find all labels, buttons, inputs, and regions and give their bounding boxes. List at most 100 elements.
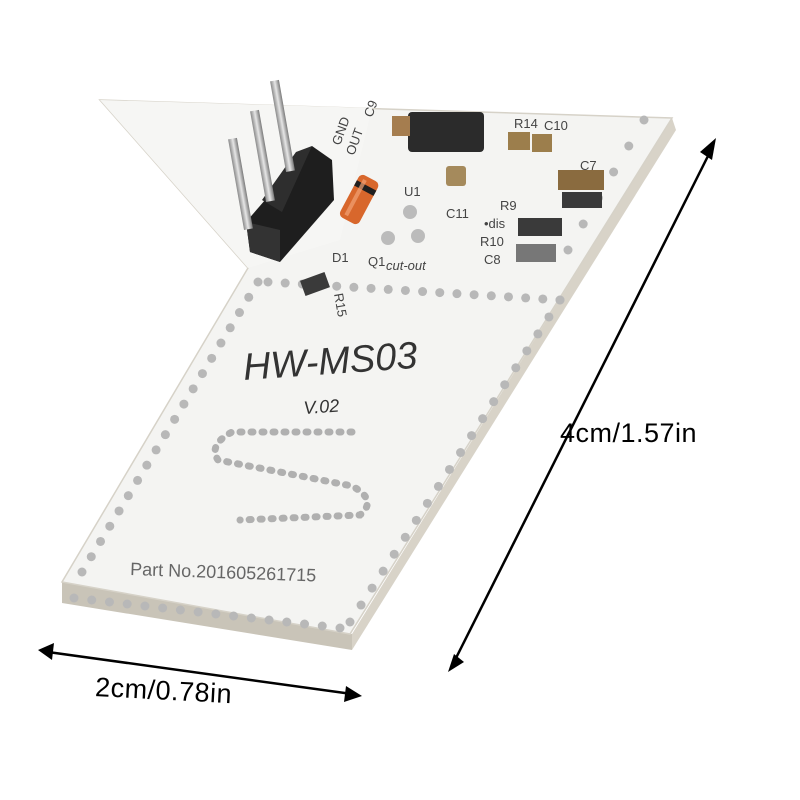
- silk-c11: C11: [446, 206, 469, 221]
- via: [77, 567, 87, 577]
- via: [511, 363, 521, 373]
- version-label: V.02: [303, 396, 340, 418]
- via: [435, 288, 445, 298]
- via: [356, 600, 366, 610]
- via: [179, 399, 189, 409]
- via: [158, 603, 168, 613]
- via: [160, 430, 170, 440]
- via: [114, 506, 124, 516]
- via: [104, 597, 114, 607]
- via: [345, 617, 355, 627]
- via: [400, 532, 410, 542]
- via: [378, 566, 388, 576]
- via: [411, 515, 421, 525]
- via: [234, 308, 244, 318]
- via: [244, 292, 254, 302]
- via: [246, 613, 256, 623]
- via: [366, 283, 376, 293]
- via: [538, 294, 548, 304]
- silk-u1: U1: [404, 184, 421, 199]
- via: [282, 617, 292, 627]
- via: [197, 369, 207, 379]
- via: [86, 552, 96, 562]
- via: [522, 346, 532, 356]
- via: [418, 287, 428, 297]
- silk-r9: R9: [500, 198, 517, 213]
- via: [578, 219, 588, 229]
- via: [563, 245, 573, 255]
- via: [263, 277, 273, 287]
- via: [216, 338, 226, 348]
- via: [105, 521, 115, 531]
- via: [229, 611, 239, 621]
- via: [503, 292, 513, 302]
- via: [433, 481, 443, 491]
- via: [133, 475, 143, 485]
- via: [332, 281, 342, 291]
- silk-r15: R15: [331, 292, 350, 318]
- via: [383, 284, 393, 294]
- via: [467, 431, 477, 441]
- silk-r10: R10: [480, 234, 504, 249]
- via: [533, 329, 543, 339]
- via: [400, 285, 410, 295]
- via: [142, 460, 152, 470]
- via: [456, 448, 466, 458]
- silk-r14: R14: [514, 116, 538, 131]
- via: [469, 290, 479, 300]
- silk-cut-out: cut-out: [386, 258, 427, 273]
- via: [444, 464, 454, 474]
- via: [609, 167, 619, 177]
- via: [367, 583, 377, 593]
- via: [122, 599, 132, 609]
- via: [253, 277, 263, 287]
- via: [624, 141, 634, 151]
- height-dimension-label: 4cm/1.57in: [560, 418, 698, 448]
- via: [349, 282, 359, 292]
- via: [452, 289, 462, 299]
- smd-components: [300, 112, 604, 296]
- via: [87, 595, 97, 605]
- silk-c7: C7: [580, 158, 597, 173]
- width-dimension-arrow: [38, 643, 362, 702]
- via: [96, 536, 106, 546]
- via: [478, 414, 488, 424]
- via: [188, 384, 198, 394]
- silk-c9: C9: [361, 98, 381, 119]
- via: [211, 609, 221, 619]
- via: [140, 601, 150, 611]
- via: [389, 549, 399, 559]
- via: [486, 291, 496, 301]
- via: [555, 295, 565, 305]
- pin-header: [228, 79, 334, 262]
- via: [300, 619, 310, 629]
- via: [69, 593, 79, 603]
- silk-q1: Q1: [368, 254, 385, 269]
- via: [422, 498, 432, 508]
- via: [151, 445, 161, 455]
- via: [489, 397, 499, 407]
- via: [175, 605, 185, 615]
- ic-chip: [408, 112, 484, 152]
- via: [317, 621, 327, 631]
- via: [123, 491, 133, 501]
- via: [193, 607, 203, 617]
- diode: [339, 174, 379, 225]
- via: [639, 115, 649, 125]
- via: [280, 278, 290, 288]
- via: [335, 623, 345, 633]
- silk-c10: C10: [544, 118, 568, 133]
- via: [500, 380, 510, 390]
- via: [264, 615, 274, 625]
- silk-dis: •dis: [484, 216, 506, 231]
- edge-vias: [69, 115, 649, 633]
- silk-c8: C8: [484, 252, 501, 267]
- via: [544, 312, 554, 322]
- via: [521, 293, 531, 303]
- height-dimension-arrow: [448, 138, 716, 672]
- via: [225, 323, 235, 333]
- via: [207, 353, 217, 363]
- antenna-trace: [211, 428, 371, 524]
- via: [170, 414, 180, 424]
